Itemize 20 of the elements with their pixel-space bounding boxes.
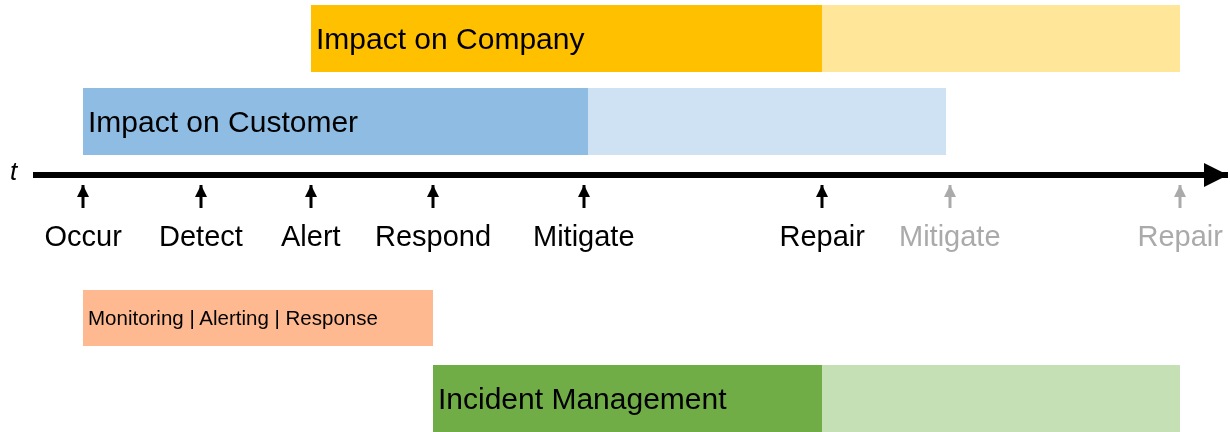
event-label: Mitigate xyxy=(899,220,1001,252)
event-label: Alert xyxy=(281,220,341,252)
event-label: Repair xyxy=(1137,220,1223,252)
extension-bar xyxy=(822,5,1180,72)
event-label: Detect xyxy=(159,220,243,252)
phase-box xyxy=(83,290,433,346)
event-label: Occur xyxy=(44,220,122,252)
bar-label: Monitoring | Alerting | Response xyxy=(88,306,378,330)
event-label: Mitigate xyxy=(533,220,635,252)
extension-bar xyxy=(822,365,1180,432)
timeline-bar xyxy=(311,5,822,72)
bar-label: Impact on Company xyxy=(316,21,585,56)
extension-bar xyxy=(588,88,946,155)
bar-label: Incident Management xyxy=(438,381,727,416)
timeline-bar xyxy=(433,365,822,432)
event-label: Repair xyxy=(779,220,865,252)
bar-label: Impact on Customer xyxy=(88,104,359,139)
timeline-bar xyxy=(83,88,588,155)
axis-label: t xyxy=(10,155,18,187)
event-label: Respond xyxy=(375,220,492,252)
